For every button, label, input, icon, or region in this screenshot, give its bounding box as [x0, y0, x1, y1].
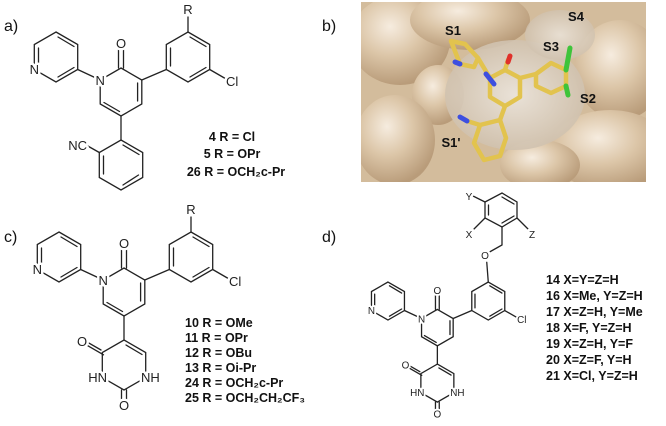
atom-NC: NC — [68, 138, 87, 153]
atom-HN: HN — [88, 370, 107, 385]
compound-label: 20 X=Z=F, Y=H — [546, 353, 632, 367]
atom-R: R — [183, 2, 192, 17]
panel-label-a: a) — [4, 18, 18, 35]
compound-label: 24 R = OCH₂c-Pr — [185, 376, 283, 390]
structure-a: N N O R Cl NC — [27, 0, 241, 191]
panel-c: c) N N O R Cl O O HN NH 10 R = OMe 11 R … — [4, 200, 305, 416]
atom-N: N — [33, 262, 42, 277]
atom-O: O — [119, 398, 129, 413]
atom-O: O — [434, 286, 442, 297]
pocket-label-s2: S2 — [580, 91, 596, 106]
atom-O: O — [402, 361, 410, 372]
structure-c: N N O R Cl O O HN NH — [30, 200, 244, 416]
panel-b: b) — [322, 2, 646, 182]
compound-list-d: 14 X=Y=Z=H 16 X=Me, Y=Z=H 17 X=Z=H, Y=Me… — [546, 273, 643, 383]
atom-NH: NH — [141, 370, 160, 385]
atom-Cl: Cl — [229, 274, 241, 289]
atom-N: N — [99, 273, 108, 288]
atom-N: N — [96, 73, 105, 88]
compound-list-a: 4 R = Cl 5 R = OPr 26 R = OCH₂c-Pr — [187, 130, 285, 179]
pocket-label-s1: S1 — [445, 23, 461, 38]
atom-R: R — [186, 202, 195, 217]
atom-O: O — [434, 409, 442, 420]
compound-label: 4 R = Cl — [209, 130, 255, 144]
panel-label-d: d) — [322, 229, 336, 246]
panel-label-c: c) — [4, 229, 17, 246]
atom-X: X — [466, 230, 473, 241]
atom-N: N — [418, 314, 425, 325]
atom-Cl: Cl — [517, 315, 526, 326]
atom-Cl: Cl — [226, 74, 238, 89]
pocket-label-s1-prime: S1' — [442, 135, 461, 150]
panel-a: a) N N O R Cl NC 4 R = Cl 5 R = OPr 26 R… — [4, 0, 285, 191]
pocket-label-s3: S3 — [543, 39, 559, 54]
compound-label: 13 R = Oi-Pr — [185, 361, 256, 375]
atom-HN: HN — [410, 388, 424, 399]
compound-label: 5 R = OPr — [204, 147, 261, 161]
atom-O: O — [77, 334, 87, 349]
compound-label: 19 X=Z=H, Y=F — [546, 337, 633, 351]
protein-surface-image — [361, 2, 646, 182]
compound-label: 17 X=Z=H, Y=Me — [546, 305, 643, 319]
atom-O: O — [119, 236, 129, 251]
atom-O: O — [481, 251, 489, 262]
pocket-label-s4: S4 — [568, 9, 585, 24]
compound-label: 26 R = OCH₂c-Pr — [187, 165, 285, 179]
atom-NH: NH — [450, 388, 464, 399]
compound-label: 18 X=F, Y=Z=H — [546, 321, 632, 335]
panel-d: d) N N O Cl O O HN NH O Y X Z — [322, 190, 643, 423]
atom-N: N — [30, 62, 39, 77]
compound-label: 21 X=Cl, Y=Z=H — [546, 369, 638, 383]
compound-list-c: 10 R = OMe 11 R = OPr 12 R = OBu 13 R = … — [185, 316, 305, 405]
compound-label: 12 R = OBu — [185, 346, 252, 360]
panel-label-b: b) — [322, 18, 336, 35]
compound-label: 11 R = OPr — [185, 331, 248, 345]
atom-Z: Z — [529, 230, 535, 241]
compound-label: 25 R = OCH₂CH₂CF₃ — [185, 391, 305, 405]
compound-label: 14 X=Y=Z=H — [546, 273, 619, 287]
compound-label: 10 R = OMe — [185, 316, 253, 330]
atom-O: O — [116, 36, 126, 51]
structure-d: N N O Cl O O HN NH O Y X Z — [366, 190, 538, 423]
atom-N: N — [368, 306, 375, 317]
atom-Y: Y — [466, 192, 473, 203]
compound-label: 16 X=Me, Y=Z=H — [546, 289, 643, 303]
